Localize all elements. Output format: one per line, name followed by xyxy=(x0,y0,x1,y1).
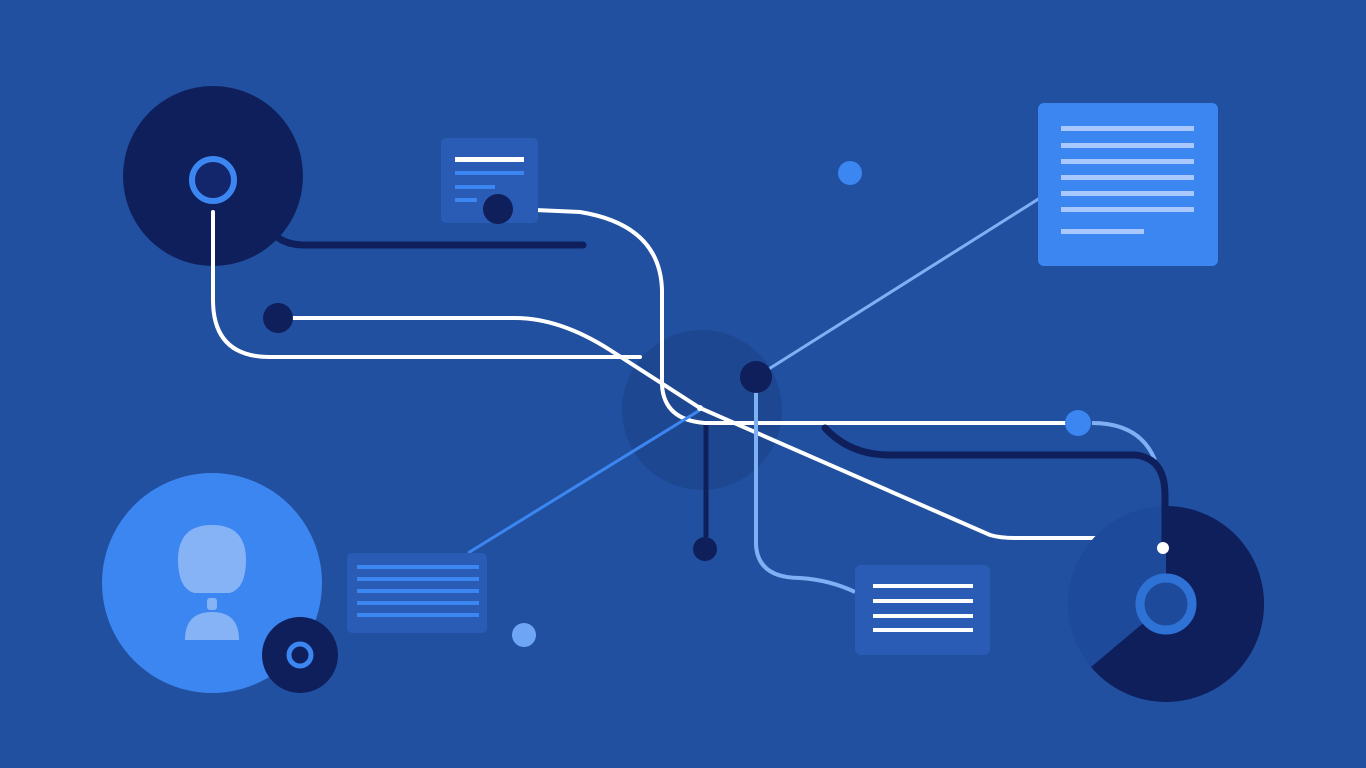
document-card-icon xyxy=(441,138,538,223)
node-dot xyxy=(697,405,703,411)
connector-dark xyxy=(821,424,1169,549)
node-dot xyxy=(740,361,772,393)
pie-chart-icon xyxy=(1068,506,1265,702)
node-dot xyxy=(1065,410,1091,436)
target-node-icon xyxy=(123,86,303,266)
target-node-icon xyxy=(262,617,338,693)
document-card-icon xyxy=(855,565,990,655)
node-dot xyxy=(263,303,293,333)
connector-white xyxy=(211,210,642,359)
node-dot xyxy=(483,194,513,224)
node-dot xyxy=(1157,542,1169,554)
document-card-icon xyxy=(347,553,487,633)
node-dot xyxy=(838,161,862,185)
document-card-icon xyxy=(1038,103,1218,266)
connector-light xyxy=(755,196,1041,379)
connector-light xyxy=(1091,421,1157,461)
node-dot xyxy=(693,537,717,561)
connector-white xyxy=(291,316,1102,540)
connector-blue xyxy=(467,408,701,555)
node-dot xyxy=(512,623,536,647)
connector-dark xyxy=(271,231,587,249)
connector-light xyxy=(754,390,856,594)
